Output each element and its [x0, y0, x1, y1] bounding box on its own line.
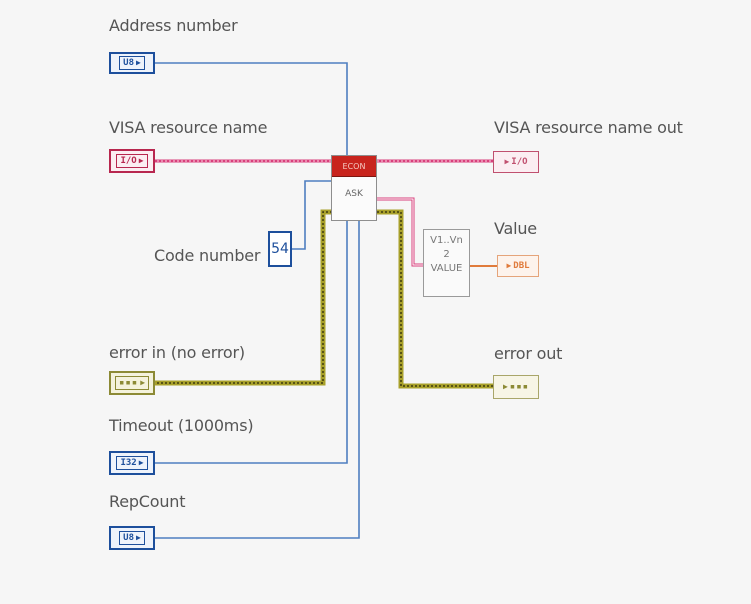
- subvi-header: ECON: [332, 156, 376, 177]
- terminal-type-label: I/O: [511, 157, 528, 167]
- terminal-address-number[interactable]: U8▶: [109, 52, 155, 74]
- wire-timeout: [153, 221, 348, 464]
- output-arrow-icon: ▶: [140, 378, 146, 387]
- label-error-out: error out: [494, 344, 563, 363]
- index-function-line2: 2: [443, 249, 450, 260]
- terminal-timeout[interactable]: I32▶: [109, 451, 155, 475]
- output-arrow-icon: ▶: [136, 533, 141, 542]
- output-arrow-icon: ▶: [138, 458, 144, 467]
- constant-code-number[interactable]: 54: [268, 231, 292, 267]
- terminal-type-label: I/O: [120, 156, 137, 166]
- label-error-in: error in (no error): [109, 343, 245, 362]
- output-arrow-icon: ▶: [138, 156, 144, 165]
- wire-error-out: [377, 209, 493, 389]
- label-repcount: RepCount: [109, 492, 186, 511]
- output-arrow-icon: ▶: [136, 58, 141, 67]
- wire-code-number: [292, 180, 331, 250]
- wire-address-number: [153, 62, 348, 155]
- input-arrow-icon: ▶: [502, 382, 508, 391]
- terminal-visa-resource-name-out[interactable]: ▶I/O: [493, 151, 539, 173]
- index-function-line3: VALUE: [430, 263, 463, 274]
- index-array-function[interactable]: V1..Vn 2 VALUE: [423, 229, 470, 297]
- cluster-icon: ▪▪▪: [509, 382, 530, 392]
- wire-repcount: [153, 221, 360, 539]
- subvi-econ-ask[interactable]: ECON ASK: [331, 155, 377, 221]
- cluster-icon: ▪▪▪: [118, 378, 139, 388]
- label-timeout: Timeout (1000ms): [109, 416, 254, 435]
- wire-error-in: [153, 209, 331, 386]
- terminal-type-label: DBL: [513, 261, 530, 271]
- terminal-type-label: I32: [120, 458, 137, 468]
- label-value: Value: [494, 219, 537, 238]
- terminal-type-label: U8: [123, 58, 134, 68]
- label-visa-resource-name: VISA resource name: [109, 118, 268, 137]
- label-code-number: Code number: [154, 246, 261, 265]
- terminal-error-out[interactable]: ▶▪▪▪: [493, 375, 539, 399]
- subvi-body: ASK: [345, 189, 363, 199]
- index-function-line1: V1..Vn: [430, 235, 463, 246]
- input-arrow-icon: ▶: [504, 157, 510, 166]
- terminal-repcount[interactable]: U8▶: [109, 526, 155, 550]
- terminal-error-in[interactable]: ▪▪▪▶: [109, 371, 155, 395]
- terminal-value[interactable]: ▶DBL: [497, 255, 539, 277]
- wire-values-array: [377, 197, 423, 267]
- label-address-number: Address number: [109, 16, 238, 35]
- input-arrow-icon: ▶: [506, 261, 512, 270]
- terminal-type-label: U8: [123, 533, 134, 543]
- label-visa-resource-name-out: VISA resource name out: [494, 118, 683, 137]
- terminal-visa-resource-name[interactable]: I/O▶: [109, 149, 155, 173]
